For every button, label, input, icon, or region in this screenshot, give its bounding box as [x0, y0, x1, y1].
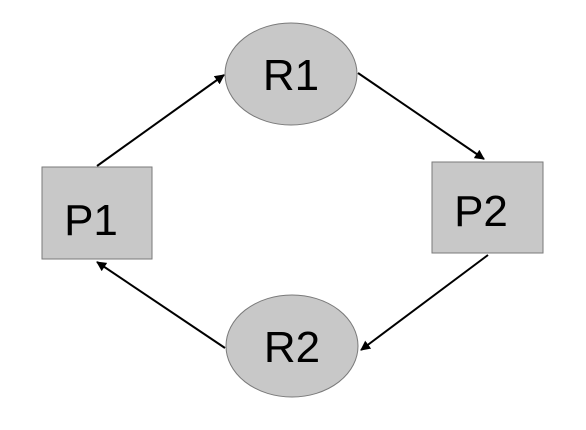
node-p1: P1	[41, 166, 153, 260]
edge-p2-to-r2	[360, 254, 489, 351]
node-r2-ellipse	[225, 294, 359, 398]
node-p1-label: P1	[64, 196, 118, 245]
edge-r2-to-p1	[96, 261, 226, 349]
node-r1: R1	[224, 22, 358, 126]
node-p2: P2	[431, 161, 544, 254]
node-r1-label: R1	[263, 51, 319, 100]
node-r2-label: R2	[264, 323, 320, 372]
node-p2-label: P2	[454, 187, 508, 236]
node-r1-ellipse	[224, 22, 358, 126]
node-p2-rect	[431, 161, 544, 254]
node-r2: R2	[225, 294, 359, 398]
edge-r1-to-p2	[357, 72, 485, 160]
node-p1-rect	[41, 166, 153, 260]
edge-p1-to-r1	[96, 74, 225, 167]
